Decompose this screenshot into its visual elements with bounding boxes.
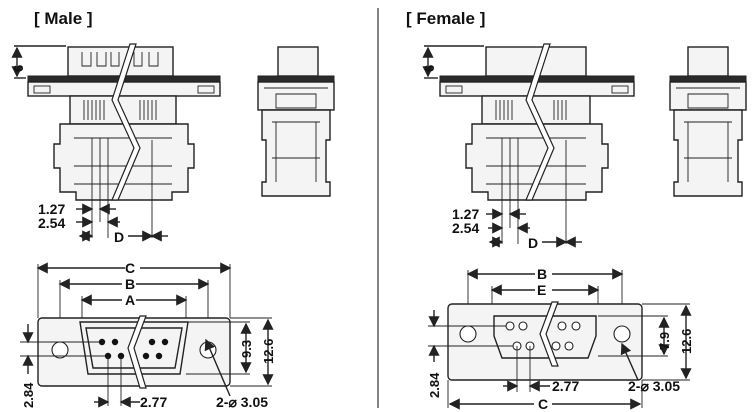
male-pitch-dims: 1.27 2.54 D: [38, 140, 168, 245]
male-dim-93: 9.3: [239, 340, 254, 358]
female-dim-79: 7.9: [657, 332, 672, 350]
male-dim-126: 12.6: [261, 339, 276, 364]
female-dim-6: 6: [422, 65, 437, 72]
female-dim-127: 1.27: [452, 206, 479, 222]
male-dim-254: 2.54: [38, 215, 65, 231]
female-side-view: [669, 46, 747, 197]
male-dim-D: D: [114, 229, 124, 245]
female-dim-D: D: [528, 235, 538, 251]
male-dim-277: 2.77: [140, 394, 167, 410]
female-dim-C: C: [538, 396, 548, 412]
male-dim-6: 6: [11, 65, 26, 72]
female-dim-B: B: [537, 266, 547, 282]
female-dim-284: 2.84: [427, 372, 442, 398]
female-dim-126: 12.6: [679, 329, 694, 354]
female-front-view: B E 7.9 12.6: [427, 266, 694, 412]
female-dim-277: 2.77: [552, 378, 579, 394]
male-hole-callout: 2-⌀ 3.05: [216, 394, 268, 410]
male-front-view: C B A 9.3 12.6: [20, 260, 276, 410]
female-pitch-dims: 1.27 2.54 D: [452, 140, 582, 251]
male-top-view: 6: [11, 43, 221, 201]
male-dim-B: B: [125, 276, 135, 292]
male-dim-127: 1.27: [38, 201, 65, 217]
male-side-view: [257, 46, 335, 197]
female-title: [ Female ]: [406, 9, 485, 28]
female-dim-E: E: [537, 282, 546, 298]
male-dim-C: C: [125, 260, 135, 276]
female-top-view: 6: [422, 43, 635, 201]
male-section: [ Male ] 6: [11, 9, 335, 410]
female-dim-254: 2.54: [452, 220, 479, 236]
male-dim-284: 2.84: [21, 382, 36, 408]
male-title: [ Male ]: [34, 9, 93, 28]
male-dim-A: A: [125, 292, 135, 308]
female-hole-callout: 2-⌀ 3.05: [628, 378, 680, 394]
female-section: [ Female ] 6: [406, 9, 747, 412]
